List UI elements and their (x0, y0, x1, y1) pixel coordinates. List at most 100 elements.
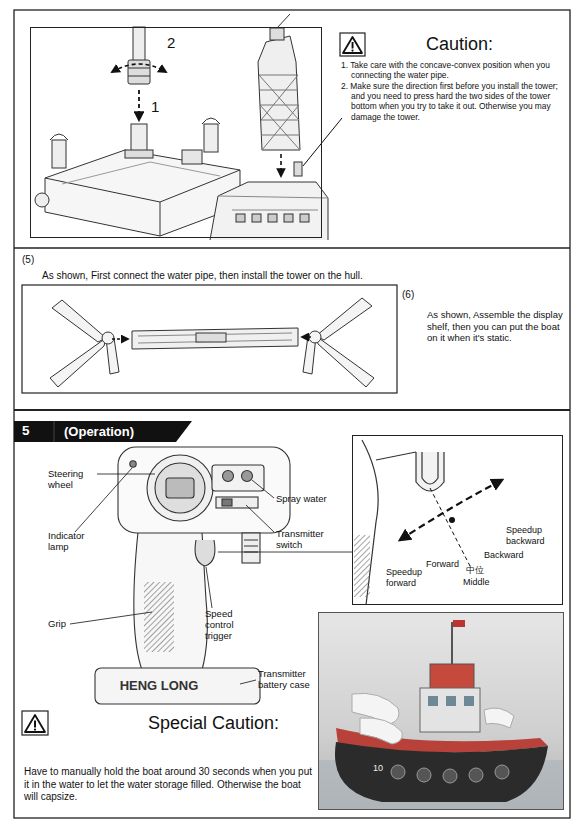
trigger-detail (449, 517, 455, 523)
tower-illustration (277, 14, 290, 28)
pipe-illustration (112, 64, 166, 72)
part-label: Transmitter battery case (258, 668, 322, 690)
caution-note: 2. Make sure the direction first before … (341, 81, 569, 122)
warning-icon (22, 711, 48, 735)
step-text: As shown, First connect the water pipe, … (42, 270, 562, 282)
display-shelf (316, 336, 374, 387)
tower-illustration (258, 36, 300, 150)
pipe-illustration (133, 27, 145, 62)
transmitter (70, 447, 352, 704)
caution-heading: Caution: (426, 34, 556, 56)
page-frame (14, 10, 570, 818)
boat-photo (318, 612, 564, 810)
boat-photo (446, 696, 456, 706)
boat-photo (464, 696, 474, 706)
trigger-detail (400, 480, 502, 540)
part-label: Grip (48, 618, 88, 629)
pipe-illustration (125, 150, 153, 158)
trigger-detail (430, 488, 470, 566)
part-label: Steering wheel (48, 468, 94, 490)
trigger-detail (354, 440, 502, 605)
step-number: (5) (22, 254, 52, 266)
display-shelf (132, 328, 298, 349)
transmitter (242, 471, 253, 482)
tower-illustration (300, 214, 309, 222)
trigger-inset: Speedup backwardBackwardForwardSpeedup f… (352, 435, 563, 605)
transmitter (252, 480, 274, 498)
hull-number: 10 (373, 763, 383, 774)
trigger-detail (416, 452, 444, 491)
page-frame (14, 10, 570, 818)
tower-illustration (236, 214, 245, 222)
transmitter (147, 455, 213, 521)
boat-photo (430, 664, 474, 690)
warning-icon (34, 729, 36, 731)
transmitter (242, 533, 260, 563)
warning-icon (340, 33, 365, 56)
display-shelf (138, 333, 292, 343)
transmitter (244, 540, 258, 552)
tower-illustration (268, 214, 277, 222)
tower-illustration (280, 154, 282, 176)
pipe-illustration (52, 140, 66, 168)
display-shelf (52, 300, 106, 342)
caution-note: Have to manually hold the boat around 30… (24, 766, 312, 804)
page-frame (14, 409, 570, 411)
transmitter (195, 540, 215, 566)
transmitter (240, 680, 256, 684)
transmitter (75, 468, 132, 532)
boat-photo (318, 612, 564, 810)
direction-label: Speedup forward (386, 567, 428, 588)
transmitter (70, 612, 152, 624)
tower-illustration (294, 162, 302, 176)
pipe-illustration (204, 124, 218, 152)
display-shelf (102, 332, 114, 344)
direction-label: 中位 (466, 565, 484, 576)
display-shelf (302, 336, 311, 338)
boat-photo (453, 620, 465, 627)
display-shelf (196, 333, 226, 342)
trigger-detail (376, 452, 416, 460)
display-shelf (316, 298, 372, 340)
boat-photo (443, 769, 457, 783)
pipe-illustration (45, 150, 240, 236)
direction-label: Backward (484, 550, 524, 561)
direction-label: Speedup backward (506, 525, 552, 546)
transmitter (223, 471, 234, 482)
pipe-illustration (35, 193, 49, 207)
boat-photo (469, 768, 483, 782)
boat-photo (335, 742, 548, 802)
transmitter (206, 567, 212, 608)
part-label: Transmitter switch (276, 528, 338, 550)
boat-photo (484, 708, 514, 728)
transmitter (166, 478, 194, 498)
boat-photo (391, 765, 405, 779)
display-shelf (112, 338, 128, 340)
warning-icon (25, 715, 45, 732)
warning-icon (340, 33, 365, 56)
direction-label: Forward (426, 559, 459, 570)
boat-photo (360, 718, 402, 744)
warning-icon (34, 721, 36, 728)
tower-illustration (210, 14, 342, 240)
pipe-illustration (202, 118, 220, 124)
direction-label: Middle (463, 577, 490, 588)
trigger-detail (422, 452, 438, 484)
pipe-illustration (45, 170, 240, 236)
part-label: Spray water (276, 493, 356, 504)
tower-illustration (259, 75, 300, 150)
pipe-illustration (182, 150, 202, 164)
display-shelf (50, 298, 374, 387)
tower-illustration (284, 214, 293, 222)
band-divider (54, 421, 55, 442)
pipe-illustration (128, 68, 150, 69)
transmitter (130, 461, 136, 467)
transmitter (216, 497, 258, 508)
page-frame (14, 247, 570, 248)
boat-photo (420, 688, 480, 732)
transmitter (218, 552, 352, 553)
section-number: 5 (22, 423, 30, 439)
